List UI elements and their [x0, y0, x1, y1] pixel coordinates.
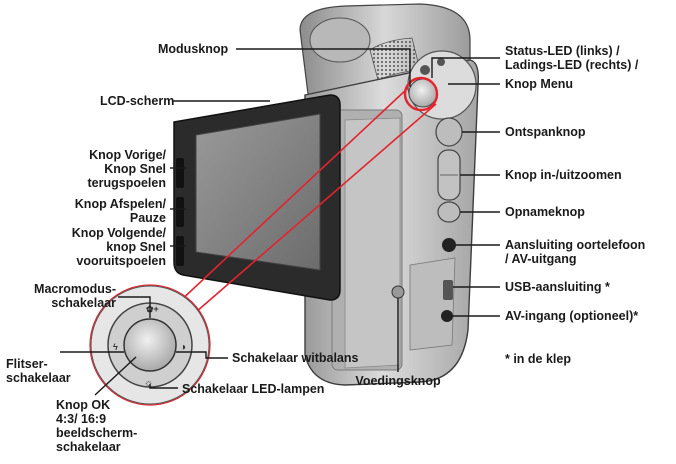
label-in-de-klep: * in de klep [505, 352, 571, 366]
label-macromodus: Macromodus- schakelaar [10, 282, 116, 310]
label-knop-vorige-line1: Knop Vorige/ [89, 148, 166, 162]
prev-button-shape [176, 158, 184, 188]
label-usb-aansluiting: USB-aansluiting * [505, 280, 610, 294]
usb-port-shape [443, 280, 453, 300]
av-in-port-shape [441, 310, 453, 322]
label-modusknop: Modusknop [158, 42, 229, 56]
label-knop-vorige: Knop Vorige/ Knop Snel terugspoelen [44, 148, 167, 190]
label-status-led-line1: Status-LED (links) / [505, 44, 620, 58]
label-flitser-line2: schakelaar [6, 371, 71, 385]
label-knop-afspelen-line2: Pauze [129, 211, 166, 225]
svg-text:☼: ☼ [144, 378, 153, 389]
play-button-shape [176, 197, 184, 227]
label-schakelaar-witbalans: Schakelaar witbalans [232, 351, 359, 365]
svg-text:ϟ: ϟ [113, 342, 118, 352]
label-voedingsknop: Voedingsknop [355, 374, 441, 388]
label-flitser: Flitser- schakelaar [6, 357, 71, 385]
label-ontspanknop: Ontspanknop [505, 125, 586, 139]
charge-led-shape [437, 58, 445, 66]
label-lcd-scherm: LCD-scherm [100, 94, 175, 108]
next-button-shape [176, 236, 184, 266]
label-status-led: Status-LED (links) / Ladings-LED (rechts… [505, 44, 638, 72]
control-pad-detail: ✿+ ϟ ◑ ☼ [90, 285, 210, 405]
label-flitser-line1: Flitser- [6, 357, 48, 371]
svg-text:◑: ◑ [180, 342, 186, 353]
svg-text:✿+: ✿+ [146, 304, 159, 314]
label-aansluiting-oortelefoon-line1: Aansluiting oortelefoon [505, 238, 646, 252]
label-knop-menu: Knop Menu [505, 77, 574, 91]
label-knop-vorige-line3: terugspoelen [87, 176, 167, 190]
label-knop-volgende-line1: Knop Volgende/ [71, 226, 166, 240]
label-knop-afspelen: Knop Afspelen/ Pauze [44, 197, 166, 225]
rear-controls [391, 50, 477, 322]
label-schakelaar-led: Schakelaar LED-lampen [182, 382, 325, 396]
label-aansluiting-oortelefoon: Aansluiting oortelefoon / AV-uitgang [505, 238, 645, 266]
shutter-button-shape [435, 117, 463, 147]
power-button-shape [391, 285, 405, 299]
label-knop-vorige-line2: Knop Snel [104, 162, 166, 176]
label-knop-ok-line4: schakelaar [56, 440, 121, 454]
label-knop-ok-line3: beeldscherm- [56, 426, 138, 440]
label-status-led-line2: Ladings-LED (rechts) / [505, 58, 639, 72]
record-button-shape [437, 201, 461, 223]
label-opnameknop: Opnameknop [505, 205, 585, 219]
label-knop-zoom: Knop in-/uitzoomen [505, 168, 622, 182]
label-knop-ok-line2: 4:3/ 16:9 [56, 412, 107, 426]
label-knop-volgende-line3: vooruitspoelen [76, 254, 166, 268]
zoom-highlight [89, 76, 439, 406]
leader-lines [60, 48, 500, 396]
label-macromodus-line1: Macromodus- [34, 282, 116, 296]
label-knop-afspelen-line1: Knop Afspelen/ [74, 197, 166, 211]
label-knop-ok: Knop OK 4:3/ 16:9 beeldscherm- schakelaa… [56, 398, 137, 454]
lcd-panel [173, 94, 341, 301]
label-knop-volgende-line2: knop Snel [106, 240, 166, 254]
ok-button-shape [123, 318, 177, 372]
label-aansluiting-oortelefoon-line2: / AV-uitgang [505, 252, 577, 266]
label-av-ingang: AV-ingang (optioneel)* [505, 309, 639, 323]
label-knop-ok-line1: Knop OK [56, 398, 111, 412]
label-macromodus-line2: schakelaar [51, 296, 116, 310]
label-knop-volgende: Knop Volgende/ knop Snel vooruitspoelen [44, 226, 166, 268]
earphone-port-shape [442, 238, 456, 252]
status-led-shape [420, 65, 430, 75]
